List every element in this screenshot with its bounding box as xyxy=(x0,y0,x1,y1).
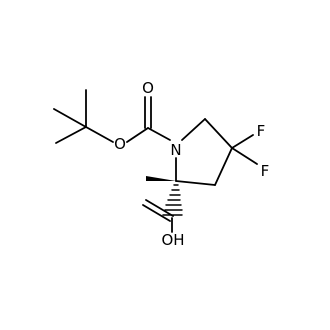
atom-label-fluorine-2: F xyxy=(261,162,270,180)
atom-label-fluorine-1: F xyxy=(257,122,266,140)
bond-tbu-methyl-left xyxy=(53,108,87,128)
bond-tbu-methyl-bottom xyxy=(55,126,87,144)
atom-label-hydroxyl: OH xyxy=(161,231,184,249)
bond-acid-double-b xyxy=(142,204,171,222)
atom-label-ring-nitrogen: N xyxy=(170,141,181,159)
hash-bond-carboxyl xyxy=(162,184,183,216)
bond-ring-c4-c3 xyxy=(214,147,233,186)
bond-c4-fluorine-1 xyxy=(231,134,254,149)
bond-ring-c3-c2 xyxy=(175,180,216,186)
bond-tbu-to-ester-oxygen xyxy=(85,126,114,143)
atom-label-carbonyl-oxygen: O xyxy=(142,79,154,97)
bond-ring-c5-c4 xyxy=(204,118,233,149)
bond-c4-fluorine-2 xyxy=(231,147,258,165)
atom-label-ester-oxygen: O xyxy=(114,135,126,153)
bond-ring-n-c5 xyxy=(181,118,206,141)
bond-ester-oxygen-carbonyl xyxy=(126,127,149,143)
wedge-bond-methyl xyxy=(146,176,176,181)
bond-acid-double-a xyxy=(145,199,174,217)
bond-carbonyl-nitrogen xyxy=(147,127,171,141)
